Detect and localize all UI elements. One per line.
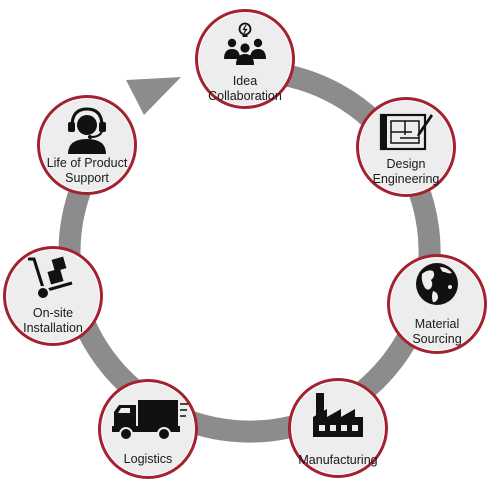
- headset-icon: [68, 107, 106, 154]
- stage-label: Idea Collaboration: [208, 74, 282, 103]
- stage-label: Logistics: [123, 452, 173, 466]
- stage-material-sourcing: Material Sourcing: [387, 254, 487, 354]
- stage-label: Life of Product Support: [46, 156, 128, 185]
- stage-label: Manufacturing: [298, 453, 378, 467]
- hand-truck-icon: [28, 256, 73, 300]
- cycle-arrowhead: [126, 77, 181, 115]
- stage-life-of-product-support: Life of Product Support: [37, 95, 137, 195]
- factory-icon: [313, 393, 363, 437]
- blueprint-icon: [379, 113, 433, 151]
- stage-label: Material Sourcing: [412, 317, 462, 346]
- people-idea-icon: [224, 22, 266, 65]
- stage-label: On-site Installation: [23, 306, 83, 335]
- truck-icon: [112, 400, 188, 441]
- stage-manufacturing: Manufacturing: [288, 378, 388, 478]
- globe-icon: [416, 263, 458, 305]
- stage-onsite-installation: On-site Installation: [3, 246, 103, 346]
- stage-logistics: Logistics: [98, 379, 198, 479]
- stage-idea-collaboration: Idea Collaboration: [195, 9, 295, 109]
- stage-design-engineering: Design Engineering: [356, 97, 456, 197]
- stage-label: Design Engineering: [372, 157, 440, 186]
